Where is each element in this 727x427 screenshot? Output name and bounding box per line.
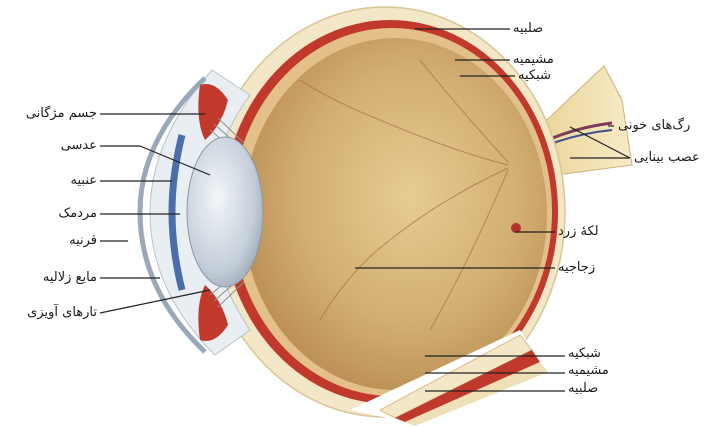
label-pupil: مردمک bbox=[58, 206, 97, 222]
label-zonules: تارهای آویزی bbox=[27, 305, 97, 321]
vitreous-shape bbox=[243, 38, 547, 390]
label-vitreous: زجاجیه bbox=[558, 260, 595, 276]
label-optic-nerve: عصب بینایی bbox=[634, 150, 700, 166]
label-retina-bottom: شبکیه bbox=[568, 346, 601, 362]
label-lens: عدسی bbox=[61, 138, 97, 154]
label-aqueous-humor: مایع زلالیه bbox=[43, 270, 97, 286]
label-sclera-top: صلبیه bbox=[513, 21, 543, 37]
label-choroid-top: مشیمیه bbox=[513, 52, 554, 68]
label-ciliary-body: جسم مژگانی bbox=[26, 106, 97, 122]
label-retina-top: شبکیه bbox=[518, 68, 551, 84]
label-sclera-bottom: صلبیه bbox=[568, 381, 598, 397]
label-blood-vessels: رگ‌های خونی bbox=[618, 118, 690, 134]
label-cornea: قرنیه bbox=[69, 233, 97, 249]
label-choroid-bottom: مشیمیه bbox=[568, 363, 609, 379]
label-iris: عنبیه bbox=[71, 173, 98, 189]
label-macula: لکۀ زرد bbox=[558, 224, 599, 240]
lens-shape bbox=[187, 137, 263, 287]
